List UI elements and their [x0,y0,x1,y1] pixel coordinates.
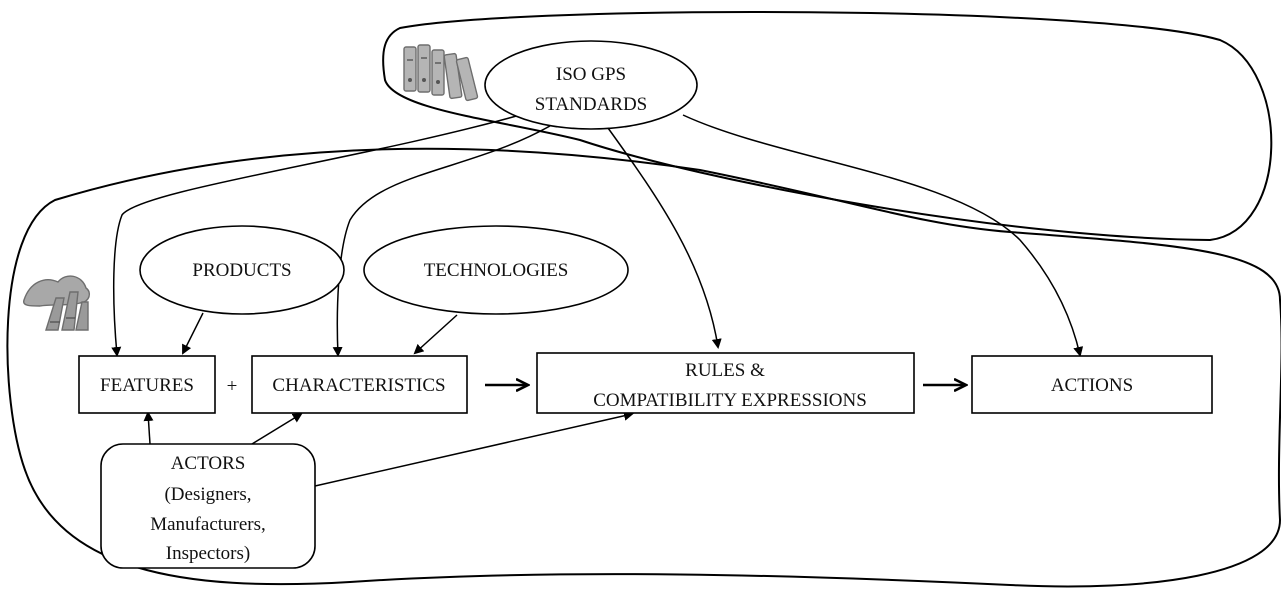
actors-to-characteristics-connector [251,412,303,445]
products-node [139,225,345,315]
actions-node [971,355,1213,414]
actors-line4: Inspectors) [166,543,250,564]
characteristics-label: CHARACTERISTICS [272,375,445,396]
characteristics-node [251,355,468,414]
products-to-features-connector [182,312,204,355]
iso-gps-standards-line1: ISO GPS [556,64,626,85]
standards-region [382,11,1273,242]
factory-chimney-icon [23,275,91,331]
iso-to-actions-connector [682,114,1084,357]
actors-line1: ACTORS [171,453,246,474]
technologies-node [363,225,629,315]
actors-node [100,443,316,569]
actors-to-features-connector [143,411,154,445]
technologies-label: TECHNOLOGIES [424,260,569,281]
features-node [78,355,216,414]
products-label: PRODUCTS [192,260,291,281]
iso-gps-standards-node [484,40,698,130]
iso-to-rules-connector [607,127,722,349]
actors-line3: Manufacturers, [150,514,266,535]
binders-icon [403,44,479,102]
plus-sign: + [227,376,238,397]
actors-line2: (Designers, [164,484,251,505]
rules-line1: RULES & [685,360,765,381]
actors-to-rules-connector [314,410,634,487]
iso-gps-standards-line2: STANDARDS [535,94,648,115]
features-label: FEATURES [100,375,194,396]
rules-line2: COMPATIBILITY EXPRESSIONS [593,390,867,411]
iso-to-features-connector [111,114,521,357]
rules-node [536,352,915,414]
technologies-to-characteristics-connector [413,314,458,355]
actions-label: ACTIONS [1051,375,1133,396]
iso-to-characteristics-connector [332,119,561,357]
